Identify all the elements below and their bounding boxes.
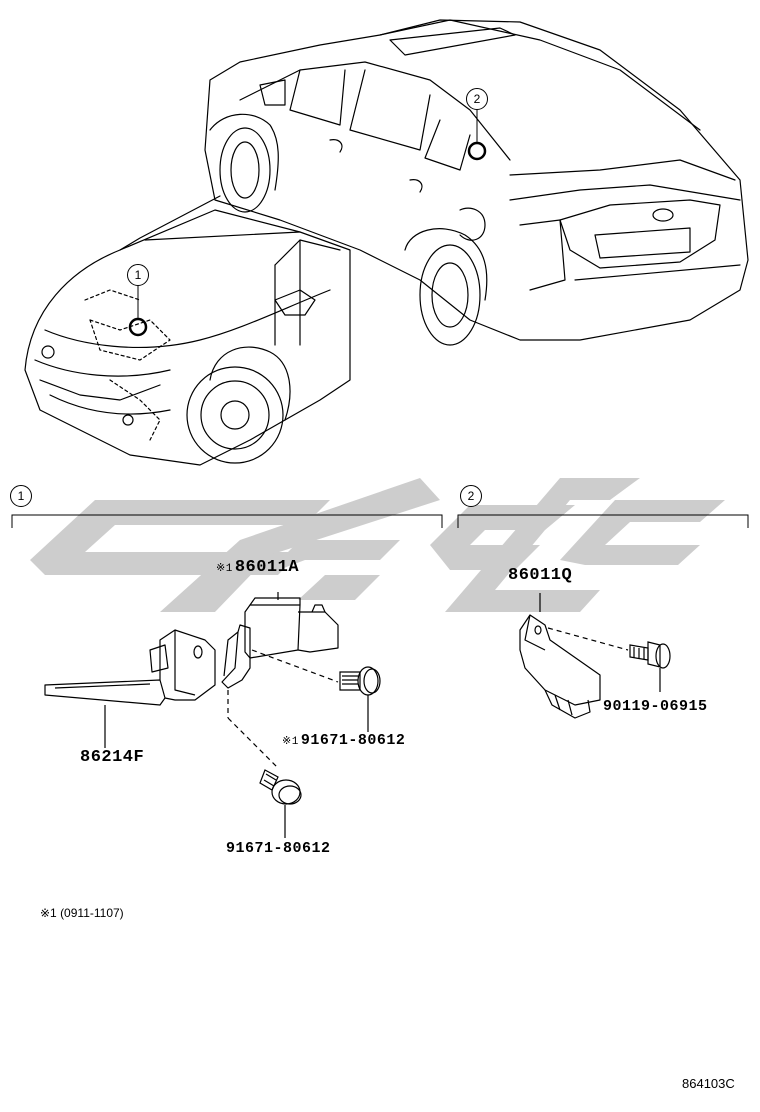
- bracket-86214f-drawing: [44, 629, 216, 748]
- section-1-number: 1: [10, 485, 32, 507]
- part-91671-80612-lower-label: 91671-80612: [226, 840, 331, 857]
- part-86011a-number: 86011A: [234, 558, 300, 577]
- diagram-code: 864103C: [682, 1076, 735, 1091]
- part-86011q-label: 86011Q: [508, 566, 573, 585]
- front-vehicle-view: [24, 195, 351, 466]
- section-brackets: [11, 514, 749, 528]
- part-86214f-label: 86214F: [80, 748, 145, 767]
- part-91671-80612-upper-number: 91671-80612: [300, 732, 406, 749]
- brand-logo-watermark: [30, 478, 725, 612]
- section-2-number: 2: [460, 485, 482, 507]
- part-90119-06915-label: 90119-06915: [603, 698, 708, 715]
- part-86011a-mark: ※1: [216, 563, 233, 575]
- part-91671-80612-upper-mark: ※1: [282, 736, 299, 748]
- bolt-91671-80612-lower: [259, 769, 302, 838]
- callout-2: 2: [466, 88, 488, 110]
- callout-1: 1: [127, 264, 149, 286]
- applicability-footnote: ※1 (0911-1107): [40, 906, 124, 920]
- callout-leaders: [128, 110, 487, 337]
- sensor-86011a-drawing: [221, 592, 339, 769]
- bolt-91671-80612-upper: [339, 666, 381, 732]
- sensor-86011q-drawing: [519, 593, 629, 719]
- bolt-90119-06915: [629, 641, 671, 692]
- rear-vehicle-view: [204, 19, 749, 346]
